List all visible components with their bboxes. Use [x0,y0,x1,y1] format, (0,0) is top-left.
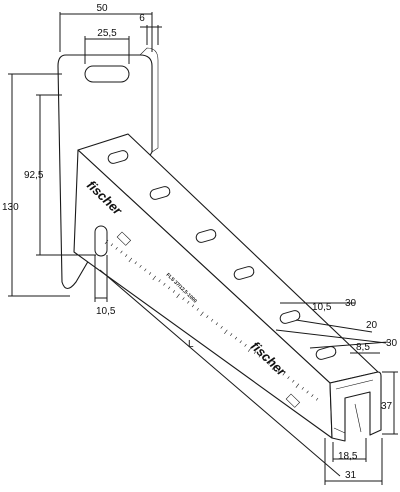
dim-slot-offset: 8,5 [356,342,370,353]
dim-plate-width: 50 [96,3,108,14]
dim-slot-width: 10,5 [312,302,332,313]
dimension-lines: 50 6 25,5 130 92,5 10,5 L 10,5 30 20 30 … [2,3,398,485]
logo-mark-lower [285,393,301,408]
dim-top-slot-width: 25,5 [97,28,117,39]
top-mounting-slot [84,65,130,83]
dim-length: L [188,339,194,350]
logo-mark-upper [116,231,132,246]
dim-total-height: 130 [2,202,19,213]
dim-profile-width: 31 [345,470,357,481]
arm-slots [107,150,337,360]
dim-slot-pitch-c: 30 [386,338,398,349]
dim-profile-height: 37 [381,401,393,412]
dim-slot-pitch-b: 20 [366,320,378,331]
dim-plate-thickness: 6 [139,13,145,24]
arm-end-profile [329,371,382,442]
dim-slot-pitch-a: 30 [345,298,357,309]
dim-side-hole-width: 10,5 [96,306,116,317]
dim-hole-spacing: 92,5 [24,170,44,181]
scale-ticks [104,239,319,401]
dim-profile-slot: 18,5 [338,451,358,462]
side-mounting-hole [94,225,108,257]
